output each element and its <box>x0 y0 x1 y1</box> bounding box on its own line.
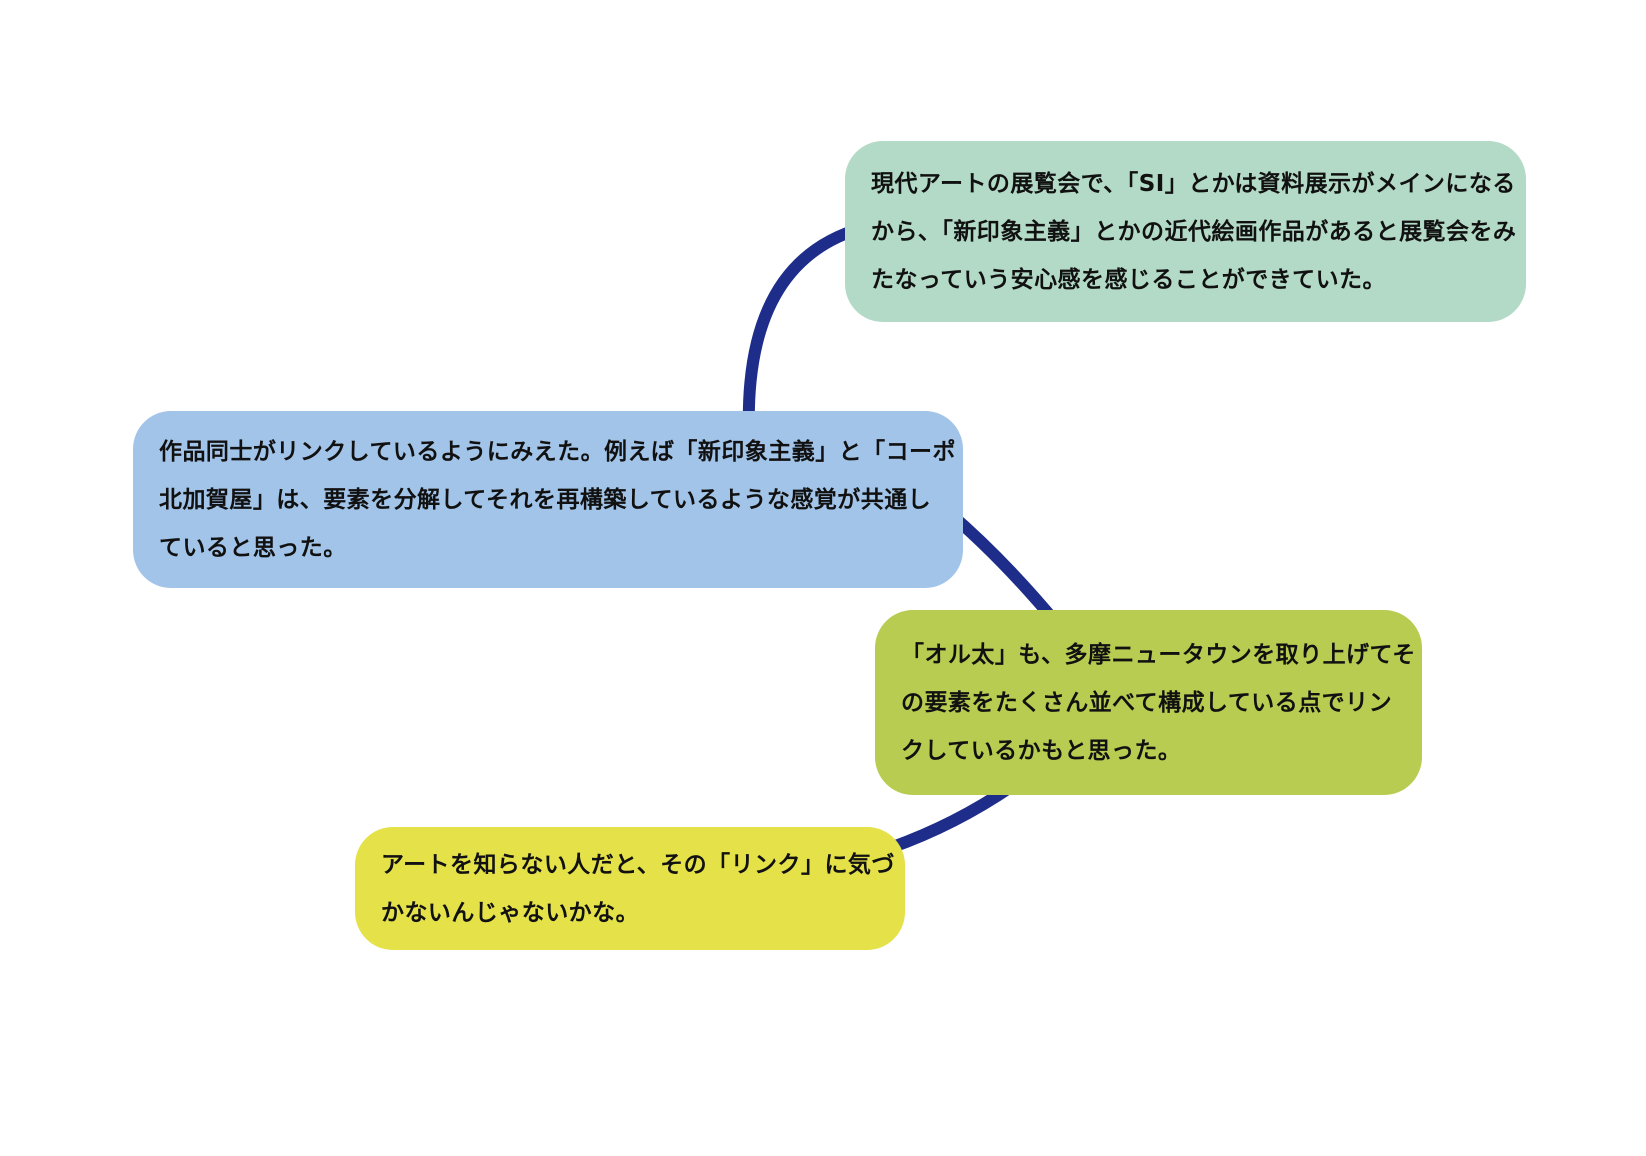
mindmap-node-link-unnoticed[interactable]: アートを知らない人だと、その「リンク」に気づ かないんじゃないかな。 <box>355 827 905 950</box>
node-text-line: 北加賀屋」は、要素を分解してそれを再構築しているような感覚が共通し <box>159 486 932 513</box>
node-text-line: 作品同士がリンクしているようにみえた。例えば「新印象主義」と「コーポ <box>159 438 956 465</box>
connector-link-to-exhibition <box>742 222 864 433</box>
node-text-line: 「オル太」も、多摩ニュータウンを取り上げてそ <box>901 641 1416 668</box>
node-text-line: 現代アートの展覧会で、「SI」とかは資料展示がメインになる <box>871 170 1516 197</box>
node-text-line: クしているかもと思った。 <box>901 737 1182 764</box>
node-text-line: から、「新印象主義」とかの近代絵画作品があると展覧会をみ <box>871 218 1517 245</box>
node-text-line: かないんじゃないかな。 <box>381 899 640 926</box>
mindmap-node-works-linked[interactable]: 作品同士がリンクしているようにみえた。例えば「新印象主義」と「コーポ 北加賀屋」… <box>133 411 963 588</box>
mindmap-node-exhibition-comfort[interactable]: 現代アートの展覧会で、「SI」とかは資料展示がメインになる から、「新印象主義」… <box>845 141 1526 322</box>
node-text-line: の要素をたくさん並べて構成している点でリン <box>901 689 1393 716</box>
node-text-line: アートを知らない人だと、その「リンク」に気づ <box>381 851 895 878</box>
node-text-line: ていると思った。 <box>159 534 347 561</box>
node-text-line: たなっていう安心感を感じることができていた。 <box>871 266 1386 293</box>
mindmap-node-oruta-link[interactable]: 「オル太」も、多摩ニュータウンを取り上げてそ の要素をたくさん並べて構成している… <box>875 610 1422 795</box>
connector-oruta-to-unaware <box>887 781 1016 854</box>
